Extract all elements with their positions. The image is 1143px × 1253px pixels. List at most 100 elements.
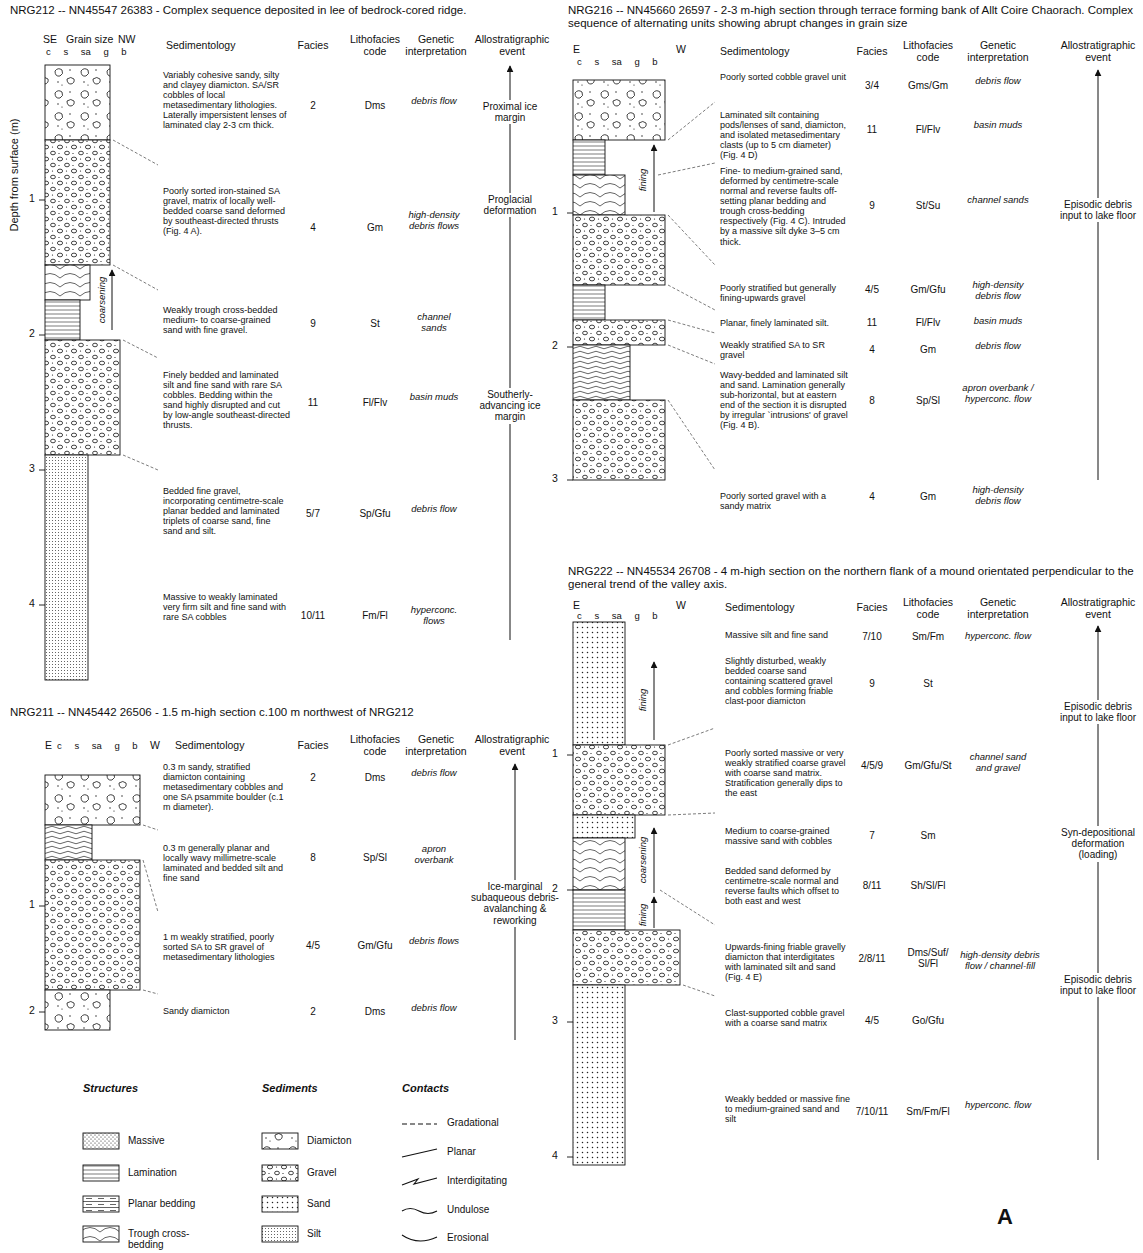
grain-trend-label: fining <box>637 158 649 202</box>
legend-heading: Contacts <box>402 1082 492 1094</box>
facies-code: Dms <box>346 1006 404 1017</box>
genetic-interpretation: high-density debris flow / channel-fill <box>960 950 1040 971</box>
legend-text: Planar bedding <box>128 1198 200 1209</box>
facies-code: Sm <box>897 830 959 841</box>
facies-code: 11 <box>852 124 892 135</box>
leader-line <box>668 215 715 265</box>
column-header: W <box>150 740 166 752</box>
legend-swatch <box>402 1123 437 1124</box>
unit-description: Clast-supported cobble gravel with a coa… <box>725 1008 850 1028</box>
allostratigraphic-event: Syn-depositional deformation (loading) <box>1054 826 1142 862</box>
depth-tick: 1 <box>548 206 562 218</box>
column-header: Lithofacies code <box>897 40 959 64</box>
log-column <box>39 65 120 680</box>
legend-text: Interdigitating <box>447 1175 519 1186</box>
legend-swatch <box>83 1133 119 1149</box>
facies-code: Gm <box>897 344 959 355</box>
depth-tick-mark <box>39 200 45 201</box>
log-column <box>39 775 140 1030</box>
genetic-interpretation: debris flow <box>962 341 1034 352</box>
column-header: Grain size <box>66 34 126 46</box>
depth-tick-mark <box>567 755 573 756</box>
log-unit <box>45 455 88 680</box>
facies-code: 4/5 <box>852 284 892 295</box>
depth-tick-mark <box>567 1022 573 1023</box>
facies-code: Gm <box>897 491 959 502</box>
log-unit <box>573 815 635 838</box>
unit-description: Weakly bedded or massive fine to medium-… <box>725 1094 850 1124</box>
facies-code: 8 <box>852 395 892 406</box>
grain-size-scale: c s sa g b <box>46 47 146 58</box>
column-header: Allostratigraphic event <box>469 734 555 758</box>
log-unit <box>45 300 80 340</box>
log-unit <box>45 990 110 1030</box>
leader-line <box>113 140 158 165</box>
log-unit <box>573 320 665 345</box>
log-unit <box>573 285 605 320</box>
facies-code: 4/5 <box>293 940 333 951</box>
log-unit <box>45 860 140 990</box>
genetic-interpretation: apron overbank <box>404 844 464 865</box>
depth-tick: 2 <box>25 1005 39 1017</box>
legend-text: Sand <box>307 1198 379 1209</box>
genetic-interpretation: basin muds <box>962 120 1034 131</box>
facies-code: 2/8/11 <box>852 953 892 964</box>
log-column <box>567 80 665 480</box>
column-header: Allostratigraphic event <box>1054 40 1142 64</box>
facies-code: Sh/Sl/Fl <box>897 880 959 891</box>
facies-code: Gm/Gfu <box>897 284 959 295</box>
column-header: Lithofacies code <box>346 34 404 58</box>
genetic-interpretation: channel sands <box>404 312 464 333</box>
depth-tick-mark <box>567 347 573 348</box>
section-heading: NRG222 -- NN45534 26708 - 4 m-high secti… <box>568 565 1140 591</box>
depth-tick-mark <box>567 890 573 891</box>
leader-line <box>668 400 715 470</box>
facies-code: 4 <box>852 491 892 502</box>
section-heading: NRG212 -- NN45547 26383 - Complex sequen… <box>10 4 555 17</box>
trend-arrow <box>654 897 655 928</box>
leader-line <box>668 102 715 140</box>
facies-code: Sm/Fm/Fl <box>897 1106 959 1117</box>
leader-line <box>143 860 158 912</box>
unit-description: Variably cohesive sandy, silty and claye… <box>163 70 291 130</box>
unit-description: Finely bedded and laminated silt and fin… <box>163 370 291 430</box>
legend-swatch <box>402 1209 437 1214</box>
legend-swatch <box>83 1196 119 1212</box>
facies-code: Gm/Gfu <box>346 940 404 951</box>
unit-description: Fine- to medium-grained sand, deformed b… <box>720 166 850 247</box>
facies-code: 11 <box>293 397 333 408</box>
log-unit <box>573 140 605 175</box>
legend-swatch <box>402 1149 437 1157</box>
depth-tick-mark <box>39 1012 45 1013</box>
svg-g <box>113 102 715 996</box>
unit-description: Bedded sand deformed by centimetre-scale… <box>725 866 850 906</box>
column-header: Sedimentology <box>725 602 825 614</box>
depth-tick-mark <box>567 213 573 214</box>
grain-trend-label: fining <box>637 680 649 720</box>
facies-code: Sm/Fm <box>897 631 959 642</box>
facies-code: 2 <box>293 1006 333 1017</box>
unit-description: Wavy-bedded and laminated silt and sand.… <box>720 370 850 430</box>
allostratigraphic-event: Episodic debris input to lake floor <box>1054 198 1142 222</box>
column-header: Facies <box>291 740 335 752</box>
legend-text: Lamination <box>128 1167 200 1178</box>
unit-description: Poorly sorted massive or very weakly str… <box>725 748 850 798</box>
log-unit <box>573 985 625 1165</box>
facies-code: 7/10/11 <box>852 1106 892 1117</box>
genetic-interpretation: debris flows <box>404 936 464 947</box>
genetic-interpretation: high-density debris flows <box>404 210 464 231</box>
column-header: Sedimentology <box>166 40 266 52</box>
genetic-interpretation: debris flow <box>404 768 464 779</box>
facies-code: Gms/Gm <box>897 80 959 91</box>
facies-code: Dms/Suf/ Sl/Fl <box>905 947 951 969</box>
allostratigraphic-event: Proglacial deformation <box>469 193 551 217</box>
facies-code: Sp/Sl <box>346 852 404 863</box>
facies-code: Fl/Flv <box>346 397 404 408</box>
column-header: Facies <box>291 40 335 52</box>
genetic-interpretation: debris flow <box>404 1003 464 1014</box>
legend-swatch <box>262 1133 298 1149</box>
svg-g <box>112 66 1098 1160</box>
genetic-interpretation: channel sand and gravel <box>962 752 1034 773</box>
unit-description: 0.3 m sandy, stratified diamicton contai… <box>163 762 291 812</box>
column-header: Sedimentology <box>720 46 820 58</box>
